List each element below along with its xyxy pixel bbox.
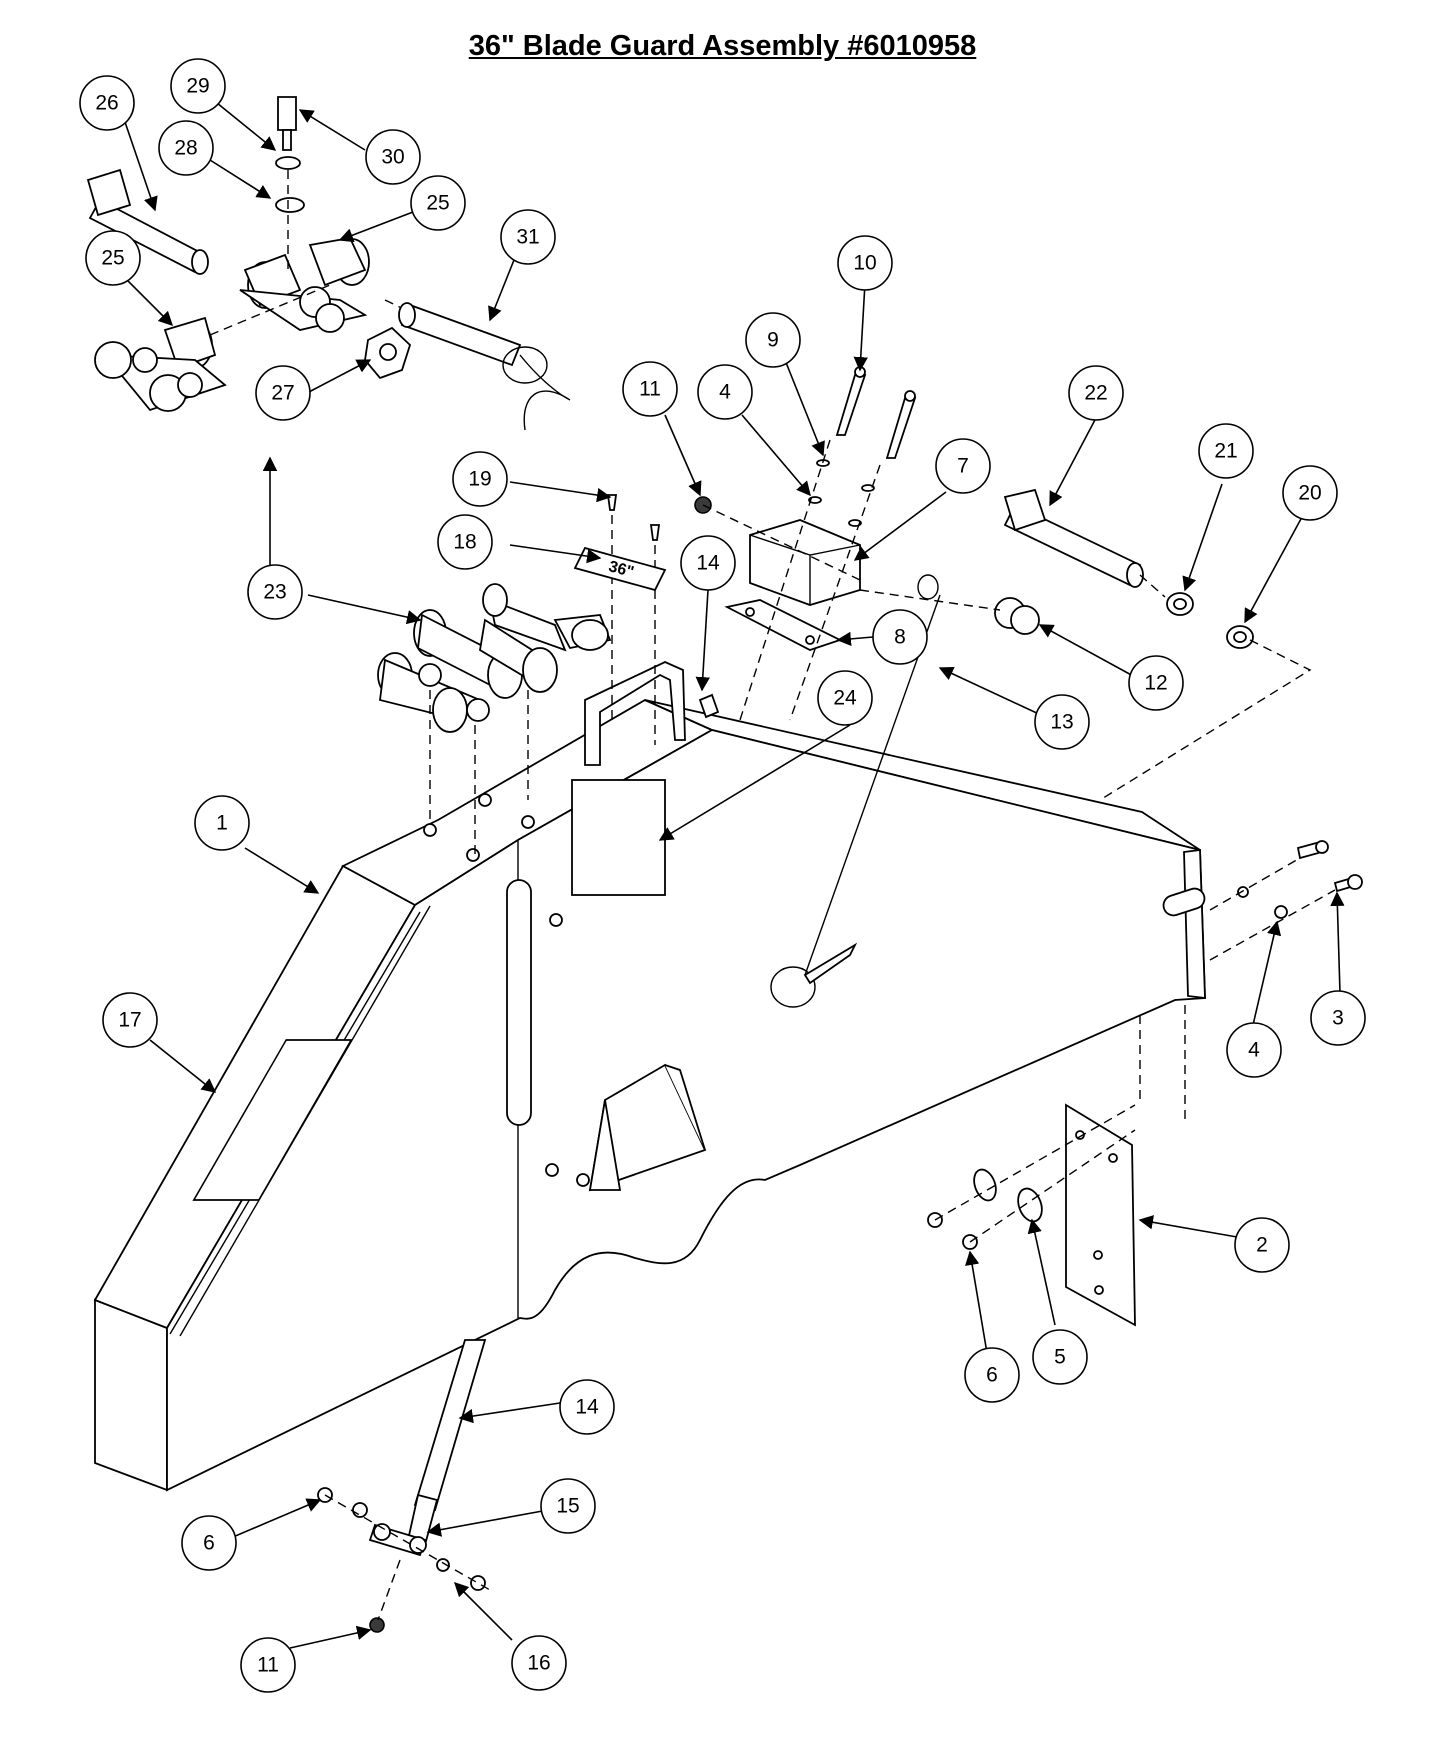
svg-text:9: 9 [767,329,779,352]
svg-text:25: 25 [426,192,449,215]
blade-guard-body [93,698,1206,1492]
callout-30: 30 [365,129,421,185]
callout-29: 29 [170,58,226,114]
svg-text:21: 21 [1214,440,1237,463]
pivot-subassembly [86,96,571,431]
callout-9: 9 [745,312,801,368]
leader-lines [124,102,1345,1649]
svg-text:12: 12 [1144,672,1167,695]
callout-8: 8 [872,609,928,665]
callout-25: 25 [410,175,466,231]
side-plate [1065,1103,1136,1327]
svg-text:4: 4 [719,381,731,404]
svg-text:3: 3 [1332,1007,1344,1030]
callout-22: 22 [1068,365,1124,421]
svg-text:16: 16 [527,1652,550,1675]
callout-6: 6 [181,1515,237,1571]
callout-6: 6 [964,1347,1020,1403]
callout-16: 16 [511,1635,567,1691]
callout-18: 18 [437,514,493,570]
svg-text:17: 17 [118,1009,141,1032]
callout-25: 25 [85,230,141,286]
mounted-pivot-subassembly: 36" [377,494,686,855]
svg-text:25: 25 [101,247,124,270]
callout-26: 26 [79,75,135,131]
callout-13: 13 [1034,694,1090,750]
callout-31: 31 [500,209,556,265]
callout-4: 4 [1226,1022,1282,1078]
callout-3: 3 [1310,990,1366,1046]
callout-11: 11 [622,361,678,417]
svg-text:27: 27 [271,382,294,405]
lower-clamp [317,1339,491,1633]
svg-text:5: 5 [1054,1346,1066,1369]
callout-28: 28 [158,120,214,176]
diagram-title: 36" Blade Guard Assembly #6010958 [468,30,977,62]
svg-text:24: 24 [833,687,857,710]
svg-text:4: 4 [1248,1039,1260,1062]
svg-text:6: 6 [986,1364,998,1387]
svg-text:20: 20 [1298,482,1321,505]
callout-14: 14 [559,1379,615,1435]
callout-1: 1 [194,795,250,851]
center-hardware [694,366,1312,1008]
svg-text:14: 14 [696,552,720,575]
svg-text:18: 18 [453,531,476,554]
callout-24: 24 [817,670,873,726]
callout-2: 2 [1234,1217,1290,1273]
svg-text:29: 29 [186,75,209,98]
callout-12: 12 [1128,655,1184,711]
callout-11: 11 [240,1637,296,1693]
svg-text:30: 30 [381,146,404,169]
svg-text:26: 26 [95,92,118,115]
svg-text:11: 11 [257,1654,279,1677]
svg-text:6: 6 [203,1532,215,1555]
svg-text:28: 28 [174,137,197,160]
callout-20: 20 [1282,465,1338,521]
decal-24 [571,779,666,896]
svg-text:11: 11 [639,378,661,401]
callout-4: 4 [697,364,753,420]
svg-text:7: 7 [957,455,969,478]
callout-14: 14 [680,535,736,591]
svg-text:19: 19 [468,468,491,491]
callout-23: 23 [247,564,303,620]
callout-17: 17 [102,992,158,1048]
decal-17 [192,1039,353,1201]
svg-text:15: 15 [556,1495,579,1518]
svg-text:1: 1 [216,812,228,835]
svg-text:10: 10 [853,252,876,275]
callout-27: 27 [255,365,311,421]
callout-10: 10 [837,235,893,291]
callout-7: 7 [935,438,991,494]
svg-text:13: 13 [1050,711,1073,734]
svg-text:23: 23 [263,581,286,604]
svg-text:22: 22 [1084,382,1107,405]
callout-15: 15 [540,1478,596,1534]
svg-text:31: 31 [516,226,539,249]
callout-5: 5 [1032,1329,1088,1385]
callout-21: 21 [1198,423,1254,479]
decal-18-text: 36" [607,558,636,581]
svg-text:8: 8 [894,626,906,649]
callout-19: 19 [452,451,508,507]
svg-text:14: 14 [575,1396,599,1419]
svg-text:2: 2 [1256,1234,1268,1257]
